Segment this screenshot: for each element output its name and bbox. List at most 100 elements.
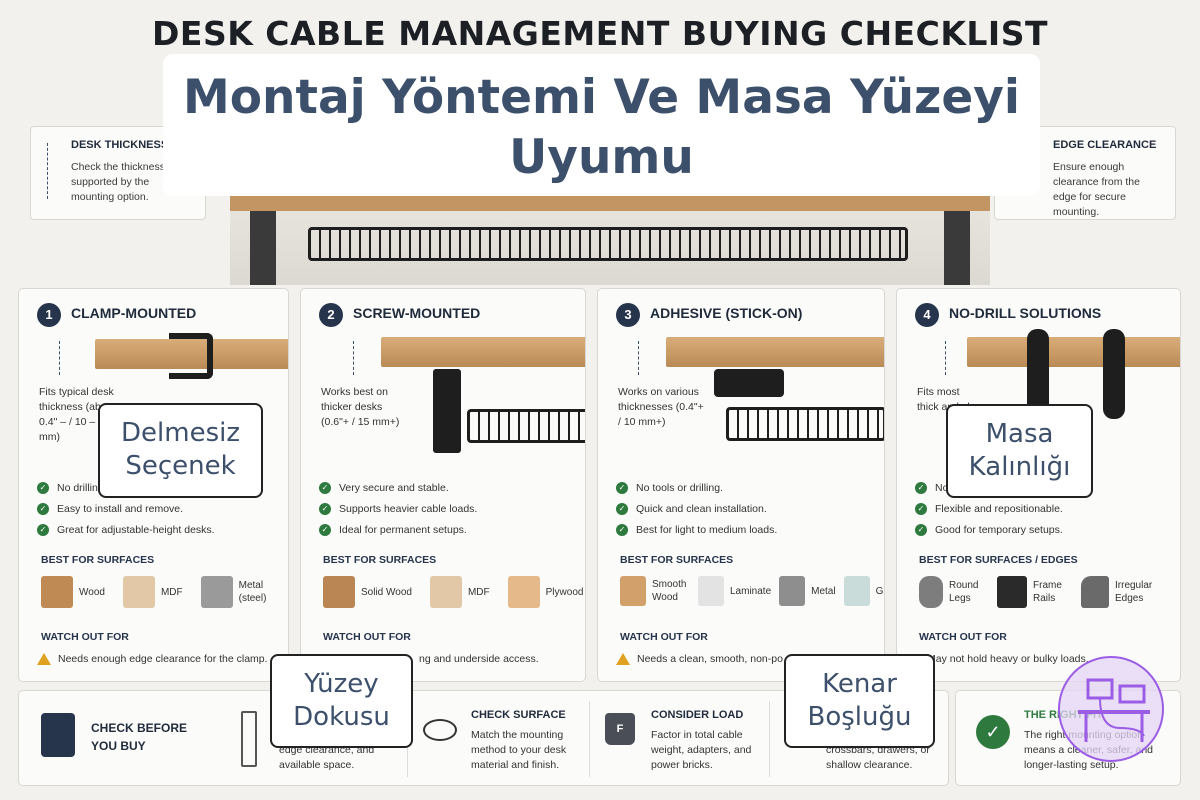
check-surface-heading: CHECK SURFACE [471,709,566,721]
best-for-label: BEST FOR SURFACES / EDGES [919,554,1078,566]
strap-icon [1027,329,1049,419]
divider [589,701,590,777]
consider-load-text: Factor in total cable weight, adapters, … [651,729,752,771]
warning-row: Needs a clean, smooth, non-po [616,653,783,665]
panel-note: Works on various thicknesses (0.4"+ / 10… [618,386,704,428]
panel-note: Works best on thicker desks (0.6"+ / 15 … [321,386,400,428]
surface-swatches: Smooth Wood Laminate Metal Glass [620,576,884,606]
warning-row: ng and underside access. [419,653,539,665]
list-item: ✓Great for adjustable-height desks. [37,519,215,540]
list-item: ✓Best for light to medium loads. [616,519,777,540]
list-item: ✓Easy to install and remove. [37,498,215,519]
check-icon: ✓ [37,502,49,515]
thickness-arrow-icon [638,341,639,375]
surface-swatch: Wood [41,576,105,608]
checkmark-icon: ✓ [976,715,1010,749]
panel-benefits: ✓No drilling ✓Easy to install and remove… [37,477,215,540]
thickness-arrow-icon [59,341,60,375]
check-icon: ✓ [319,481,331,494]
watch-out-label: WATCH OUT FOR [620,631,708,643]
strap-icon [1103,329,1125,419]
warning-icon [616,653,630,665]
weight-icon: F [605,713,635,745]
panel-benefits: ✓No ✓Flexible and repositionable. ✓Good … [915,477,1063,540]
screw-bracket-icon [433,369,461,453]
panel-number: 2 [319,303,343,327]
surface-swatch: Plywood [507,576,583,608]
check-icon: ✓ [915,502,927,515]
surface-swatch: MDF [122,576,183,608]
surface-swatch: Round Legs [919,576,983,608]
check-icon: ✓ [616,502,628,515]
edge-clearance-text: Ensure enough clearance from the edge fo… [1053,161,1140,218]
eye-icon [423,719,457,741]
watch-out-label: WATCH OUT FOR [41,631,129,643]
surface-swatch: MDF [429,576,490,608]
consider-load-heading: CONSIDER LOAD [651,709,744,721]
ruler-icon [241,711,257,767]
list-item: ✓Very secure and stable. [319,477,477,498]
panel-benefits: ✓No tools or drilling. ✓Quick and clean … [616,477,777,540]
surface-swatches: Wood MDF Metal (steel) [41,576,269,608]
panel-note: Fits typical desk thickness (about 0.4" … [39,386,116,443]
list-item: ✓Supports heavier cable loads. [319,498,477,519]
check-surface-text: Match the mounting method to your desk m… [471,729,567,771]
panel-title: CLAMP-MOUNTED [71,305,197,321]
surface-swatch: Solid Wood [323,576,412,608]
panel-screw-mounted: 2 SCREW-MOUNTED Works best on thicker de… [300,288,586,682]
list-item: ✓Flexible and repositionable. [915,498,1063,519]
check-icon: ✓ [616,523,628,536]
thickness-arrow-icon [353,341,354,375]
divider [769,701,770,777]
label-yuzey-dokusu: Yüzey Dokusu [270,654,413,748]
panel-title: ADHESIVE (STICK-ON) [650,305,803,321]
label-delmesiz-secenek: Delmesiz Seçenek [98,403,263,498]
desk-illustration [967,337,1180,367]
overlay-title-line-1: Montaj Yöntemi Ve Masa Yüzeyi [182,70,1021,125]
panel-title: SCREW-MOUNTED [353,305,481,321]
main-title: DESK CABLE MANAGEMENT BUYING CHECKLIST [152,14,1048,53]
check-before-title: CHECK BEFORE YOU BUY [91,721,188,753]
watch-out-label: WATCH OUT FOR [919,631,1007,643]
surface-swatch: Metal [779,576,836,606]
panel-number: 3 [616,303,640,327]
desk-thickness-heading: DESK THICKNESS [71,139,169,151]
surface-swatch: Glass [843,576,884,606]
warning-row: Needs enough edge clearance for the clam… [37,653,268,665]
list-item: ✓Ideal for permanent setups. [319,519,477,540]
panel-title: NO-DRILL SOLUTIONS [949,305,1102,321]
list-item: ✓No drilling [37,477,215,498]
surface-swatches: Solid Wood MDF Plywood [323,576,583,608]
tray-illustration [726,407,884,441]
list-item: ✓Quick and clean installation. [616,498,777,519]
check-icon: ✓ [319,523,331,536]
check-icon: ✓ [915,481,927,494]
list-item: ✓No tools or drilling. [616,477,777,498]
hero-desk-image [230,195,990,285]
panel-number: 1 [37,303,61,327]
warning-icon [37,653,51,665]
list-item: ✓Good for temporary setups. [915,519,1063,540]
list-item: ✓No [915,477,1063,498]
adhesive-mount-icon [714,369,784,397]
surface-swatch: Irregular Edges [1081,576,1159,608]
desk-illustration [95,339,288,369]
surface-swatch: Frame Rails [997,576,1067,608]
edge-clearance-heading: EDGE CLEARANCE [1053,139,1157,151]
desk-illustration [381,337,585,367]
surface-swatches: Round Legs Frame Rails Irregular Edges [919,576,1159,608]
watch-out-label: WATCH OUT FOR [323,631,411,643]
warning-row: May not hold heavy or bulky loads. [927,653,1089,665]
best-for-label: BEST FOR SURFACES [41,554,155,566]
desk-illustration [666,337,884,367]
panel-benefits: ✓Very secure and stable. ✓Supports heavi… [319,477,477,540]
clipboard-icon [41,713,75,757]
label-kenar-boslugu: Kenar Boşluğu [784,654,935,748]
brand-logo-icon [1058,656,1164,762]
best-for-label: BEST FOR SURFACES [323,554,437,566]
overlay-title-box: Montaj Yöntemi Ve Masa Yüzeyi Uyumu [163,54,1040,196]
check-icon: ✓ [37,481,49,494]
clamp-icon [169,333,213,379]
panel-adhesive: 3 ADHESIVE (STICK-ON) Works on various t… [597,288,885,682]
check-icon: ✓ [616,481,628,494]
